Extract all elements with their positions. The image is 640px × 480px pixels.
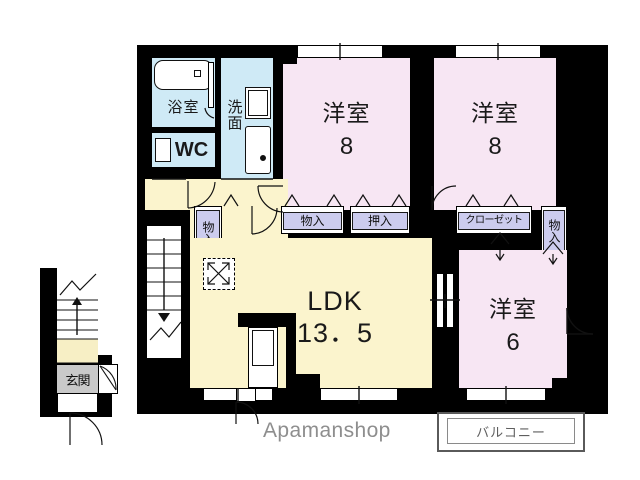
toilet-text: WC — [174, 139, 209, 161]
room-label-western-2: 洋室 — [434, 98, 556, 128]
western3-name: 洋室 — [489, 295, 537, 322]
storage-tag-monoire-right: 物入 — [543, 210, 565, 252]
room-label-washroom: 洗面 — [221, 85, 247, 145]
room-western-3 — [459, 250, 567, 388]
watermark-apamanshop: Apamanshop — [263, 419, 391, 443]
entrance-tile — [57, 365, 98, 393]
room-size-western-1: 8 — [283, 132, 410, 162]
kitchen-side-wall — [286, 313, 296, 388]
ldk-name-text: LDK — [307, 285, 363, 316]
storage-tag-closet: クローゼット — [458, 212, 530, 230]
wall-ldk-notch — [288, 374, 320, 388]
kitchen-sink — [252, 330, 274, 366]
room-label-bath: 浴室 — [152, 90, 215, 124]
room-western-2 — [434, 58, 556, 210]
toilet-fixture — [155, 138, 171, 162]
watermark-text: Apamanshop — [263, 419, 391, 442]
interior-stair-shaft — [147, 226, 181, 314]
kitchen-counter-wall — [238, 313, 286, 327]
stair-landing — [57, 339, 98, 363]
wall-western3-notch — [552, 378, 567, 388]
room-label-ldk: LDK — [280, 285, 390, 317]
entrance-inner-door — [98, 364, 118, 394]
window-western2-north — [455, 45, 541, 58]
room-size-western-3: 6 — [459, 328, 567, 358]
wall-between-western-rooms — [410, 45, 434, 215]
room-size-ldk: 13．5 — [280, 317, 390, 349]
western3-size: 6 — [506, 329, 520, 356]
sliding-door-ldk-western3-a — [436, 273, 444, 328]
washroom-text: 洗面 — [225, 99, 243, 131]
room-label-entrance: 玄関 — [50, 365, 105, 393]
window-ldk-south-2 — [320, 388, 398, 401]
closet-text: クローゼット — [465, 215, 524, 226]
bath-door-slot — [208, 62, 214, 108]
room-label-toilet: WC — [168, 133, 215, 167]
bath-text: 浴室 — [167, 98, 200, 116]
ps-vent-marker — [203, 258, 235, 290]
washing-machine-space — [245, 126, 271, 174]
ldk-size-text: 13．5 — [296, 317, 374, 348]
entrance-text: 玄関 — [65, 372, 90, 388]
western1-size: 8 — [339, 133, 354, 160]
wall-bath-washroom — [215, 58, 221, 127]
monoire-mid-text: 物入 — [300, 214, 325, 228]
western1-name: 洋室 — [322, 99, 371, 126]
ldk-entry-door-leaf — [236, 388, 256, 402]
washbasin-bowl — [248, 90, 268, 116]
monoire-right-text: 物入 — [547, 219, 561, 243]
window-western1-north — [297, 45, 383, 58]
room-size-western-2: 8 — [434, 132, 556, 162]
oshiire-text: 押入 — [367, 214, 392, 228]
bathtub-drain — [194, 70, 201, 77]
balcony-text: バルコニー — [476, 424, 546, 440]
front-door-leaf — [57, 393, 98, 413]
sliding-door-ldk-western3-b — [446, 273, 454, 328]
window-western3-south — [466, 388, 546, 401]
western2-size: 8 — [488, 133, 502, 160]
wall-western1-notch — [283, 58, 297, 64]
storage-tag-oshiire: 押入 — [352, 212, 408, 230]
room-western-1 — [283, 58, 410, 210]
washing-machine-drain — [260, 155, 266, 161]
room-label-western-1: 洋室 — [283, 98, 410, 128]
storage-tag-monoire-mid: 物入 — [283, 212, 342, 230]
interior-stair-lower — [147, 314, 181, 358]
western2-name: 洋室 — [471, 99, 519, 126]
bathtub-fixture — [154, 60, 213, 90]
room-label-western-3: 洋室 — [459, 294, 567, 324]
balcony-label-box: バルコニー — [447, 418, 575, 444]
